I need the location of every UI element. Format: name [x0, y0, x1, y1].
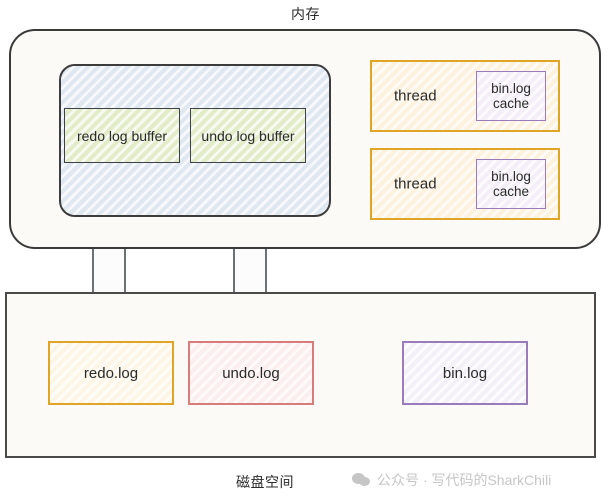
- undo-log-file-box[interactable]: undo.log: [188, 341, 314, 405]
- redo-log-buffer-label: redo log buffer: [76, 127, 168, 144]
- watermark: 公众号 · 写代码的SharkChili: [352, 470, 551, 490]
- binlog-cache-2-line1: bin.log: [491, 168, 531, 184]
- disk-region-label: 磁盘空间: [236, 474, 294, 490]
- thread-box-2[interactable]: thread bin.log cache: [370, 148, 560, 220]
- binlog-cache-2-line2: cache: [492, 184, 530, 199]
- memory-region-label: 内存: [291, 6, 320, 22]
- binlog-cache-1[interactable]: bin.log cache: [476, 71, 546, 121]
- thread-2-label: thread: [394, 175, 437, 193]
- redo-log-buffer-box[interactable]: redo log buffer: [64, 108, 180, 163]
- redo-log-file-box[interactable]: redo.log: [48, 341, 174, 405]
- watermark-text: 公众号 · 写代码的SharkChili: [377, 472, 552, 488]
- bin-log-file-label: bin.log: [442, 364, 488, 382]
- binlog-cache-1-line2: cache: [492, 96, 530, 111]
- thread-box-1[interactable]: thread bin.log cache: [370, 60, 560, 132]
- thread-1-label: thread: [394, 87, 437, 105]
- undo-log-buffer-label: undo log buffer: [201, 127, 295, 144]
- undo-log-buffer-box[interactable]: undo log buffer: [190, 108, 306, 163]
- binlog-cache-2[interactable]: bin.log cache: [476, 159, 546, 209]
- wechat-icon: [352, 472, 371, 488]
- binlog-cache-1-line1: bin.log: [491, 80, 531, 96]
- redo-log-file-label: redo.log: [83, 364, 139, 382]
- undo-log-file-label: undo.log: [222, 364, 280, 382]
- bin-log-file-box[interactable]: bin.log: [402, 341, 528, 405]
